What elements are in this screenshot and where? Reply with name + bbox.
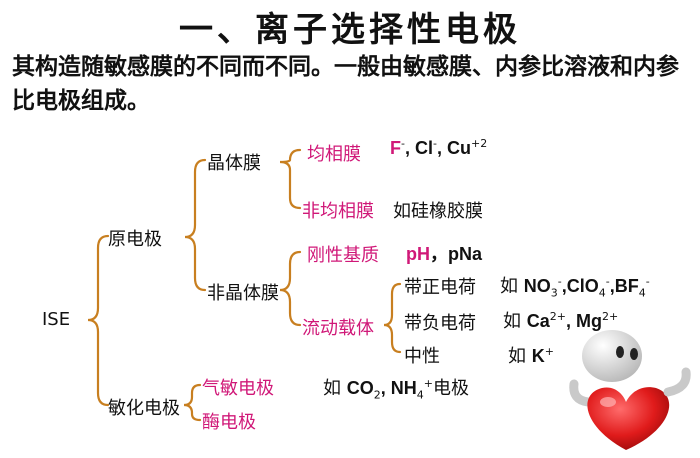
node-negative-charge: 带负电荷 (404, 313, 476, 334)
page-title: 一、离子选择性电极 (179, 10, 521, 50)
example-homogeneous: F-, Cl-, Cu+2 (390, 137, 488, 158)
example-positive: 如 NO3-,ClO4-,BF4- (500, 275, 650, 300)
node-neutral: 中性 (404, 346, 440, 367)
node-ise: ISE (42, 309, 71, 330)
example-heterogeneous: 如硅橡胶膜 (393, 201, 483, 222)
mascot-holding-heart-icon (569, 330, 691, 450)
node-homogeneous-membrane: 均相膜 (307, 144, 361, 165)
brace-ise (87, 234, 110, 407)
example-negative: 如 Ca2+, Mg2+ (503, 310, 619, 332)
brace-sensitized (183, 383, 202, 422)
node-gas-electrode: 气敏电极 (202, 378, 274, 399)
node-enzyme-electrode: 酶电极 (202, 412, 256, 433)
node-positive-charge: 带正电荷 (404, 277, 476, 298)
node-rigid-matrix: 刚性基质 (307, 245, 379, 266)
brace-noncrystal (279, 250, 302, 327)
brace-mobile (383, 282, 402, 354)
example-rigid: pH，pNa (406, 244, 483, 264)
example-neutral: 如 K+ (508, 345, 554, 367)
brace-crystal (279, 148, 302, 210)
example-gas: 如 CO2, NH4+电极 (323, 377, 469, 402)
brace-primary (184, 158, 207, 292)
node-crystal-membrane: 晶体膜 (207, 153, 261, 174)
node-noncrystal-membrane: 非晶体膜 (207, 283, 279, 304)
node-sensitized-electrode: 敏化电极 (108, 398, 180, 419)
node-heterogeneous-membrane: 非均相膜 (302, 201, 374, 222)
node-mobile-carrier: 流动载体 (302, 318, 374, 339)
intro-text: 其构造随敏感膜的不同而不同。一般由敏感膜、内参比溶液和内参比电极组成。 (12, 54, 679, 114)
node-primary-electrode: 原电极 (108, 229, 162, 250)
